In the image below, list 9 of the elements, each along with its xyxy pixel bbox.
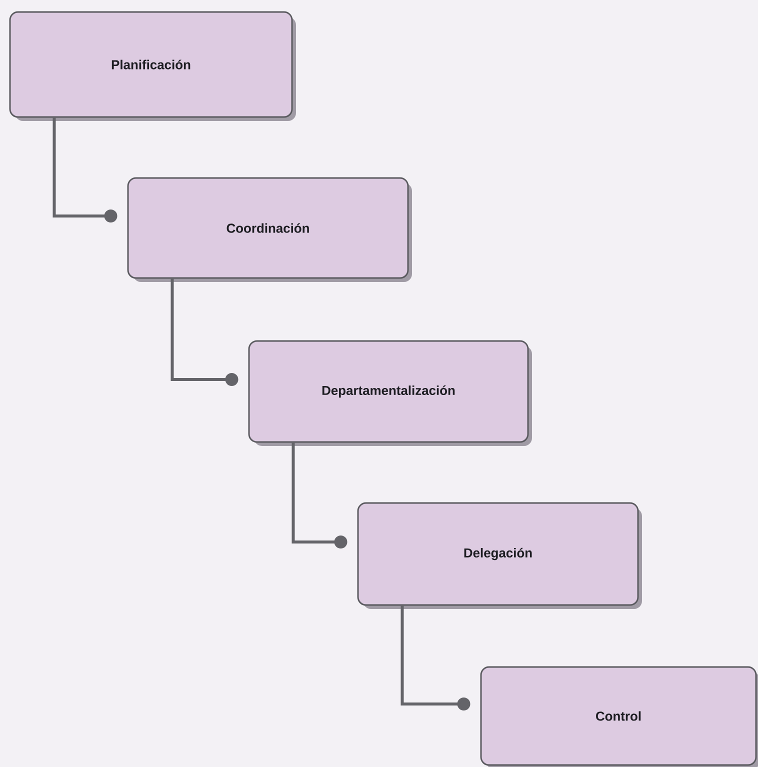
process-box: Planificación (9, 11, 293, 118)
dot-connector (170, 278, 238, 386)
process-box: Departamentalización (248, 340, 529, 443)
process-box: Coordinación (127, 177, 409, 279)
dot-connector (52, 118, 118, 222)
process-box: Control (480, 666, 757, 766)
process-box: Delegación (357, 502, 639, 606)
dot-connector (292, 442, 348, 548)
dot-connector (400, 606, 470, 710)
